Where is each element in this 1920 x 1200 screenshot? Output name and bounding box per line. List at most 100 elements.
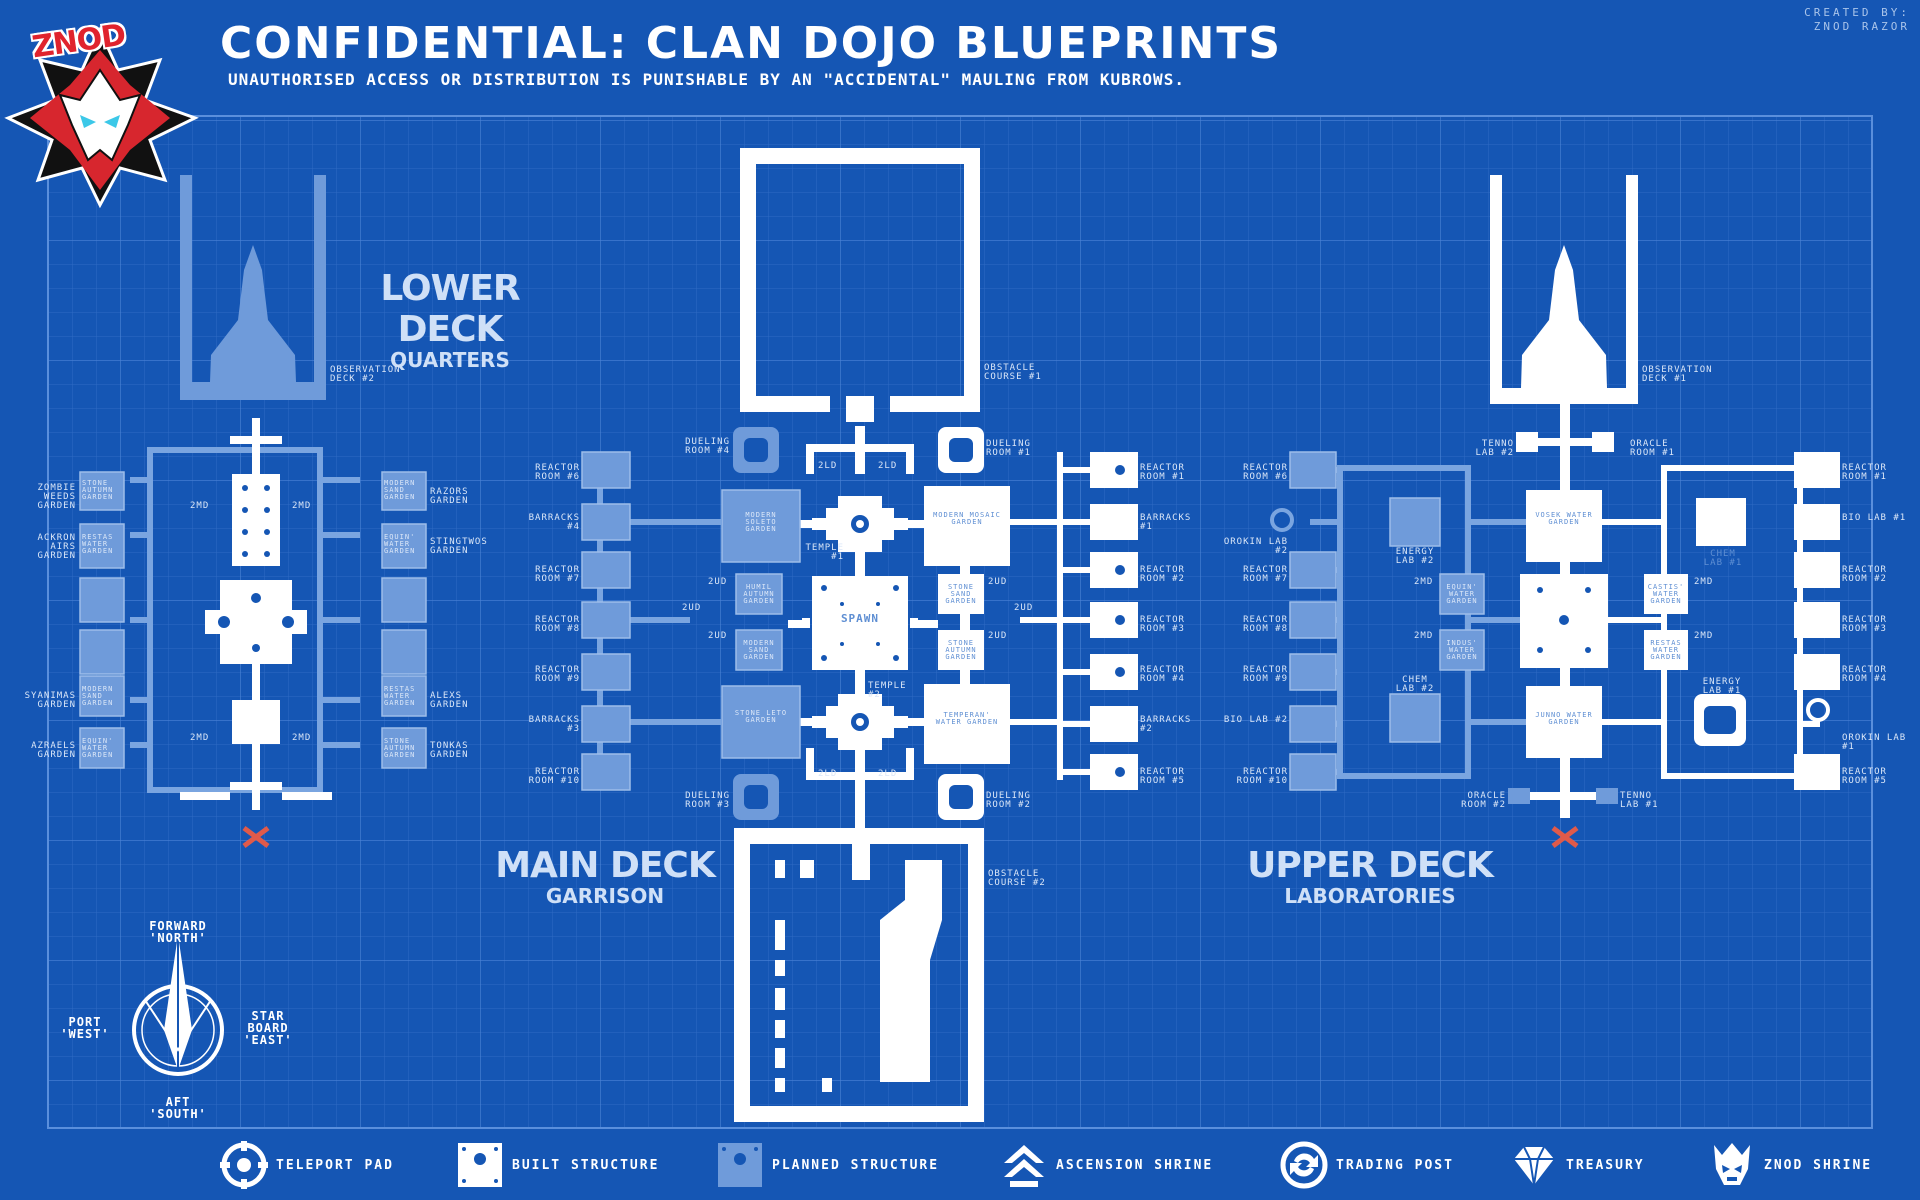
legend-label-ascension-shrine: ASCENSION SHRINE — [1056, 1157, 1214, 1173]
label-upper-reactor-7: REACTOR ROOM #7 — [1243, 565, 1288, 584]
znod-logo — [4, 26, 199, 209]
label-observation-deck-2: OBSERVATION DECK #2 — [330, 365, 401, 384]
label-equin-water-garden: EQUIN' WATER GARDEN — [1446, 583, 1478, 605]
upper-deck-sub: LABORATORIES — [1284, 884, 1456, 908]
label-lower-g3: MODERN SAND GARDEN — [82, 685, 114, 707]
page-subtitle: UNAUTHORISED ACCESS OR DISTRIBUTION IS P… — [228, 70, 1185, 89]
lower-deck-title: LOWER DECK QUARTERS — [340, 268, 560, 372]
main-deck-name: MAIN DECK — [495, 845, 716, 886]
label-2ld-2: 2LD — [878, 461, 898, 471]
dueling-room-1 — [938, 427, 984, 473]
label-temple-2: TEMPLE #2 — [868, 681, 907, 700]
upper-deck-map — [1270, 175, 1840, 848]
label-spawn: SPAWN — [840, 612, 880, 625]
label-stone-leto-garden: STONE LETO GARDEN — [734, 709, 788, 724]
label-upper-reactor-10: REACTOR ROOM #10 — [1236, 767, 1288, 786]
compass-north-label: FORWARD 'NORTH' — [128, 920, 228, 944]
label-main-reactor-6: REACTOR ROOM #6 — [535, 463, 580, 482]
temple-1 — [812, 496, 908, 552]
main-deck-title: MAIN DECK GARRISON — [495, 845, 716, 908]
logo-eyes-icon — [80, 115, 120, 128]
label-main-barracks-4: BARRACKS #4 — [528, 513, 580, 532]
label-azraels-garden: AZRAELS GARDEN — [31, 741, 76, 760]
label-main-barracks-2: BARRACKS #2 — [1140, 715, 1192, 734]
label-lower-2md-a: 2MD — [190, 501, 210, 511]
compass-north-line-1: FORWARD — [149, 919, 207, 933]
upper-deck-name: UPPER DECK — [1247, 845, 1494, 886]
label-lower-2md-d: 2MD — [292, 733, 312, 743]
label-lower-2md-c: 2MD — [190, 733, 210, 743]
label-lower-2md-b: 2MD — [292, 501, 312, 511]
compass-east-line-2: BOARD — [247, 1021, 289, 1035]
label-upper-reactor-2: REACTOR ROOM #2 — [1842, 565, 1887, 584]
legend-treasury: TREASURY — [1510, 1140, 1645, 1190]
dojo-entrance-marker-upper — [1551, 826, 1579, 848]
label-modern-soleto-garden: MODERN SOLETO GARDEN — [745, 511, 777, 533]
label-dueling-room-3: DUELING ROOM #3 — [685, 791, 730, 810]
label-temperan-water-garden: TEMPERAN' WATER GARDEN — [935, 711, 999, 726]
spawn-room — [802, 576, 918, 670]
main-deck-sub: GARRISON — [545, 884, 665, 908]
label-oracle-room-2: ORACLE ROOM #2 — [1461, 791, 1506, 810]
upper-deck-title: UPPER DECK LABORATORIES — [1240, 845, 1500, 908]
label-oracle-room-1: ORACLE ROOM #1 — [1630, 439, 1675, 458]
label-razors-garden: RAZORS GARDEN — [430, 487, 469, 506]
label-2ud-3: 2UD — [708, 631, 728, 641]
ascension-shrine-icon — [1004, 1145, 1044, 1187]
label-upper-2md-1: 2MD — [1414, 577, 1434, 587]
label-lower-g4: EQUIN' WATER GARDEN — [82, 737, 114, 759]
label-restas-water-garden: RESTAS WATER GARDEN — [1650, 639, 1682, 661]
label-castis-water-garden: CASTIS' WATER GARDEN — [1647, 583, 1685, 605]
dueling-room-4 — [733, 427, 779, 473]
built-structure-icon — [458, 1143, 502, 1187]
compass-east-label: STAR BOARD 'EAST' — [238, 1010, 298, 1046]
compass-west-line-1: PORT — [68, 1015, 102, 1029]
label-main-reactor-3: REACTOR ROOM #3 — [1140, 615, 1185, 634]
label-energy-lab-2: ENERGY LAB #2 — [1395, 547, 1435, 566]
label-main-reactor-2: REACTOR ROOM #2 — [1140, 565, 1185, 584]
label-2ud-4: 2UD — [988, 577, 1008, 587]
label-main-reactor-9: REACTOR ROOM #9 — [535, 665, 580, 684]
label-lower-g7: RESTAS WATER GARDEN — [384, 685, 416, 707]
compass-north-line-2: 'NORTH' — [149, 931, 207, 945]
label-2ud-1: 2UD — [708, 577, 728, 587]
label-2ld-3: 2LD — [818, 769, 838, 779]
znod-shrine-icon — [1714, 1143, 1750, 1185]
main-deck-map — [581, 148, 1138, 1122]
label-indus-water-garden: INDUS' WATER GARDEN — [1446, 639, 1478, 661]
label-lower-g2: RESTAS WATER GARDEN — [82, 533, 114, 555]
label-temple-1: TEMPLE #1 — [805, 543, 844, 562]
label-tenno-lab-2: TENNO LAB #2 — [1475, 439, 1514, 458]
label-upper-reactor-5: REACTOR ROOM #5 — [1842, 767, 1887, 786]
label-dueling-room-2: DUELING ROOM #2 — [986, 791, 1031, 810]
teleport-pad-icon — [220, 1141, 268, 1189]
legend-label-teleport-pad: TELEPORT PAD — [276, 1157, 394, 1173]
label-stone-sand-garden: STONE SAND GARDEN — [945, 583, 977, 605]
observation-spire-2 — [210, 245, 296, 382]
label-lower-g8: STONE AUTUMN GARDEN — [384, 737, 416, 759]
label-observation-deck-1: OBSERVATION DECK #1 — [1642, 365, 1713, 384]
label-main-reactor-7: REACTOR ROOM #7 — [535, 565, 580, 584]
label-orokin-lab-1: OROKIN LAB #1 — [1842, 733, 1907, 752]
compass-south-label: AFT 'SOUTH' — [138, 1096, 218, 1120]
lower-deck-name: LOWER DECK — [380, 268, 520, 350]
label-2ud-6: 2UD — [988, 631, 1008, 641]
legend-label-trading-post: TRADING POST — [1336, 1157, 1454, 1173]
label-chem-lab-1: CHEM LAB #1 — [1703, 549, 1743, 568]
label-dueling-room-4: DUELING ROOM #4 — [685, 437, 730, 456]
compass-east-line-1: STAR — [251, 1009, 285, 1023]
legend-label-built-structure: BUILT STRUCTURE — [512, 1157, 660, 1173]
label-lower-g1: STONE AUTUMN GARDEN — [82, 479, 114, 501]
label-obstacle-course-2: OBSTACLE COURSE #2 — [988, 869, 1046, 888]
legend-label-znod-shrine: ZNOD SHRINE — [1764, 1157, 1873, 1173]
label-2ud-2: 2UD — [682, 603, 702, 613]
label-vosek-water-garden: VOSEK WATER GARDEN — [1535, 511, 1593, 526]
page-title: CONFIDENTIAL: CLAN DOJO BLUEPRINTS — [220, 18, 1283, 69]
label-humil-autumn-garden: HUMIL AUTUMN GARDEN — [743, 583, 775, 605]
label-modern-mosaic-garden: MODERN MOSAIC GARDEN — [933, 511, 1001, 526]
label-junno-water-garden: JUNNO WATER GARDEN — [1535, 711, 1593, 726]
compass-east-line-3: 'EAST' — [243, 1033, 293, 1047]
temple-2 — [812, 694, 908, 750]
label-lower-g5: MODERN SAND GARDEN — [384, 479, 416, 501]
